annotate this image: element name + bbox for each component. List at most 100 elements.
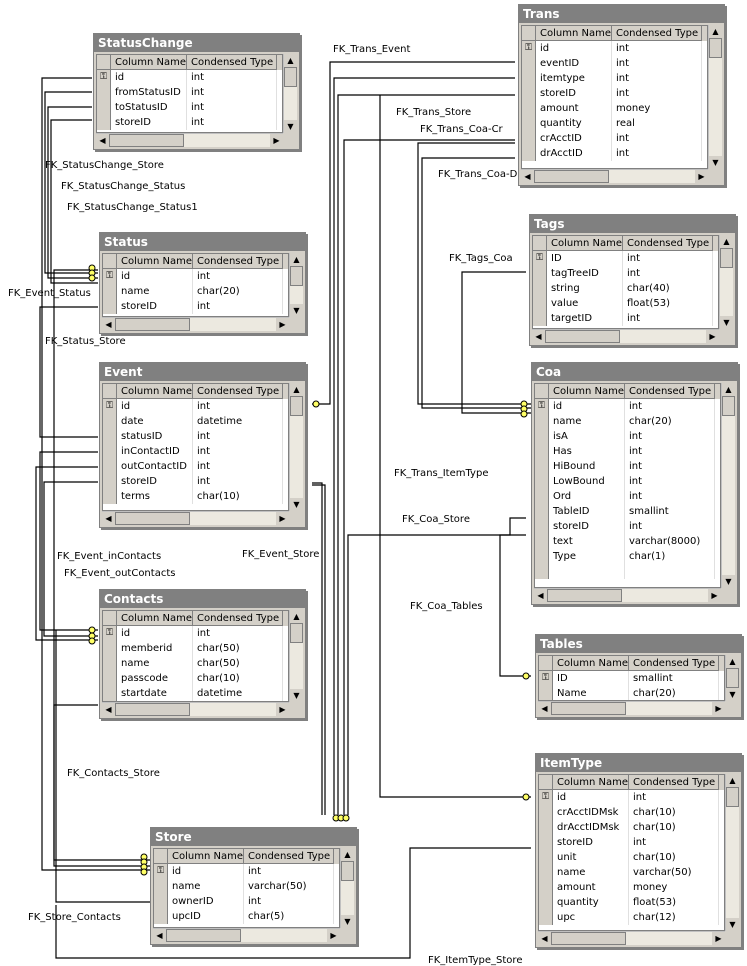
vertical-scrollbar[interactable]: ▲▼ xyxy=(283,54,297,133)
scroll-up-icon[interactable]: ▲ xyxy=(341,848,354,861)
vertical-scrollbar[interactable]: ▲▼ xyxy=(289,253,303,317)
scroll-thumb[interactable] xyxy=(720,248,733,268)
scroll-right-icon[interactable]: ▶ xyxy=(276,318,289,331)
table-title[interactable]: Contacts xyxy=(100,590,305,608)
scroll-left-icon[interactable]: ◀ xyxy=(521,170,534,183)
scroll-up-icon[interactable]: ▲ xyxy=(290,253,303,266)
scroll-down-icon[interactable]: ▼ xyxy=(726,688,739,701)
vertical-scrollbar[interactable]: ▲▼ xyxy=(725,655,739,701)
scroll-left-icon[interactable]: ◀ xyxy=(532,330,545,343)
scroll-up-icon[interactable]: ▲ xyxy=(284,54,297,67)
scroll-thumb[interactable] xyxy=(722,396,735,416)
scroll-thumb[interactable] xyxy=(709,38,722,58)
horizontal-scrollbar[interactable]: ◀▶ xyxy=(153,928,340,942)
scroll-right-icon[interactable]: ▶ xyxy=(276,703,289,716)
scroll-thumb[interactable] xyxy=(290,623,303,643)
scroll-thumb[interactable] xyxy=(109,134,184,147)
table-title[interactable]: Event xyxy=(100,363,305,381)
table-title[interactable]: ItemType xyxy=(536,754,741,772)
horizontal-scrollbar[interactable]: ◀▶ xyxy=(534,588,721,602)
scroll-down-icon[interactable]: ▼ xyxy=(726,918,739,931)
scroll-thumb[interactable] xyxy=(341,861,354,881)
scroll-left-icon[interactable]: ◀ xyxy=(102,318,115,331)
scroll-right-icon[interactable]: ▶ xyxy=(708,589,721,602)
scroll-left-icon[interactable]: ◀ xyxy=(102,512,115,525)
scroll-thumb[interactable] xyxy=(284,67,297,87)
vertical-scrollbar[interactable]: ▲▼ xyxy=(719,235,733,329)
scroll-down-icon[interactable]: ▼ xyxy=(290,689,303,702)
vertical-scrollbar[interactable]: ▲▼ xyxy=(289,383,303,511)
scroll-thumb[interactable] xyxy=(115,703,190,716)
table-title[interactable]: Tables xyxy=(536,635,741,653)
scroll-down-icon[interactable]: ▼ xyxy=(341,915,354,928)
scroll-thumb[interactable] xyxy=(290,266,303,286)
scroll-right-icon[interactable]: ▶ xyxy=(706,330,719,343)
scroll-right-icon[interactable]: ▶ xyxy=(695,170,708,183)
scroll-thumb[interactable] xyxy=(115,318,190,331)
scroll-down-icon[interactable]: ▼ xyxy=(722,575,735,588)
table-title[interactable]: Tags xyxy=(530,215,735,233)
scroll-up-icon[interactable]: ▲ xyxy=(720,235,733,248)
scroll-left-icon[interactable]: ◀ xyxy=(538,702,551,715)
scroll-down-icon[interactable]: ▼ xyxy=(290,304,303,317)
table-title[interactable]: Coa xyxy=(532,363,737,381)
horizontal-scrollbar[interactable]: ◀▶ xyxy=(521,169,708,183)
vertical-scrollbar[interactable]: ▲▼ xyxy=(721,383,735,588)
scroll-right-icon[interactable]: ▶ xyxy=(276,512,289,525)
scroll-left-icon[interactable]: ◀ xyxy=(102,703,115,716)
horizontal-scrollbar[interactable]: ◀▶ xyxy=(102,511,289,525)
horizontal-scrollbar[interactable]: ◀▶ xyxy=(102,702,289,716)
horizontal-scrollbar[interactable]: ◀▶ xyxy=(102,317,289,331)
scroll-left-icon[interactable]: ◀ xyxy=(538,932,551,945)
vertical-scrollbar[interactable]: ▲▼ xyxy=(289,610,303,702)
scroll-down-icon[interactable]: ▼ xyxy=(284,120,297,133)
scroll-left-icon[interactable]: ◀ xyxy=(534,589,547,602)
scroll-thumb[interactable] xyxy=(551,932,626,945)
